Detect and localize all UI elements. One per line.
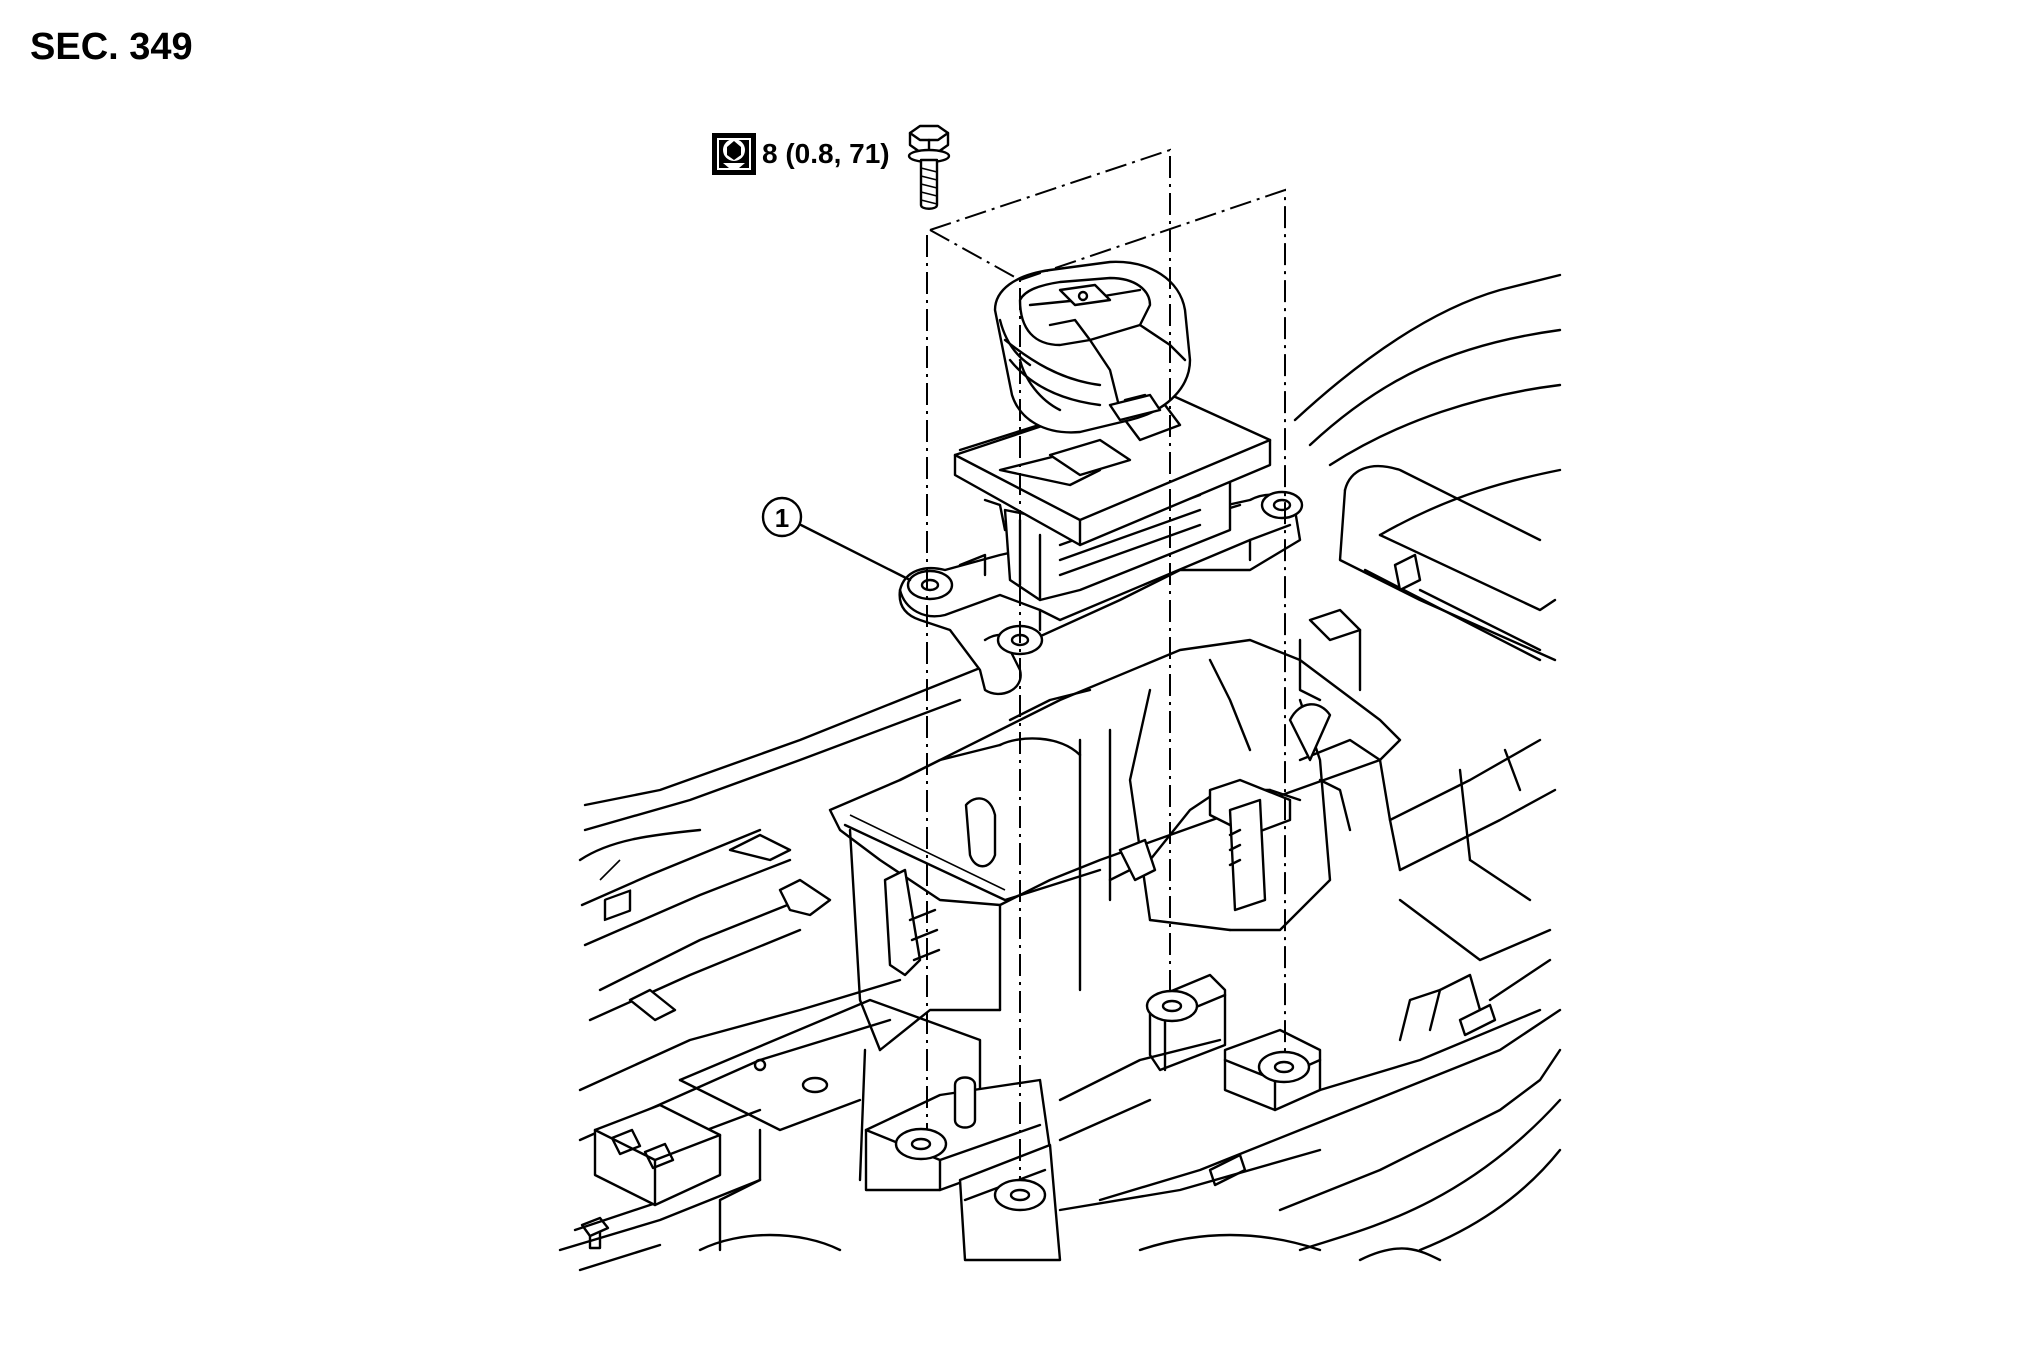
harness-and-bracket	[628, 638, 1402, 1052]
phantom-lines	[926, 148, 1286, 1180]
floor-mounting-holes	[894, 989, 1311, 1212]
torque-spec-label: 8 (0.8, 71)	[762, 138, 890, 169]
torque-wrench-icon	[712, 133, 756, 175]
shift-lever-assembly	[953, 260, 1272, 602]
center-console-body	[558, 273, 1562, 1272]
callout-1: 1	[761, 496, 912, 582]
callout-1-number: 1	[775, 503, 789, 533]
bolt-icon	[907, 124, 951, 210]
section-label: SEC. 349	[30, 26, 193, 68]
